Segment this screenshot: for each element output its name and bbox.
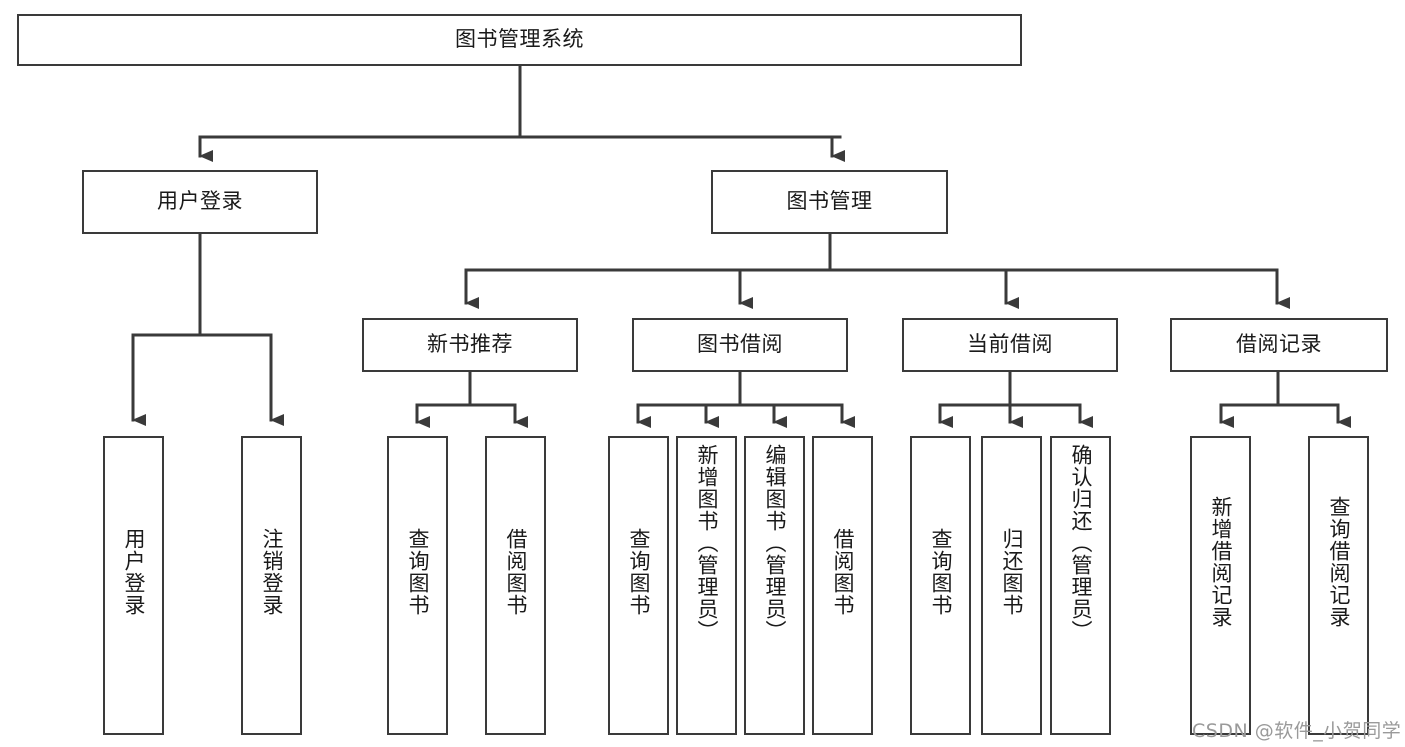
node-label: 新增借阅记录 — [1208, 496, 1233, 628]
watermark: CSDN @软件_小贺同学 — [1192, 720, 1402, 742]
leaf-record-add[interactable]: 新增借阅记录 — [1190, 436, 1251, 735]
node-label: 图书管理系统 — [455, 27, 584, 52]
leaf-new-book-query[interactable]: 查询图书 — [387, 436, 448, 735]
node-label: 确认归还（管理员） — [1068, 444, 1093, 642]
leaf-current-return-book[interactable]: 归还图书 — [981, 436, 1042, 735]
leaf-borrow-query-book[interactable]: 查询图书 — [608, 436, 669, 735]
leaf-borrow-borrow-book[interactable]: 借阅图书 — [812, 436, 873, 735]
node-book-management[interactable]: 图书管理 — [711, 170, 948, 234]
leaf-borrow-add-book[interactable]: 新增图书（管理员） — [676, 436, 737, 735]
node-book-borrow[interactable]: 图书借阅 — [632, 318, 848, 372]
leaf-record-query[interactable]: 查询借阅记录 — [1308, 436, 1369, 735]
node-label: 借阅图书 — [503, 528, 528, 616]
node-label: 查询图书 — [405, 528, 430, 616]
node-label: 新增图书（管理员） — [694, 444, 719, 642]
node-label: 图书管理 — [786, 189, 873, 214]
node-label: 查询借阅记录 — [1326, 496, 1351, 628]
node-label: 编辑图书（管理员） — [762, 444, 787, 642]
node-label: 借阅记录 — [1236, 332, 1322, 357]
node-label: 用户登录 — [157, 189, 243, 214]
node-borrow-record[interactable]: 借阅记录 — [1170, 318, 1388, 372]
node-user-login[interactable]: 用户登录 — [82, 170, 318, 234]
node-current-borrow[interactable]: 当前借阅 — [902, 318, 1118, 372]
node-label: 借阅图书 — [830, 528, 855, 616]
node-label: 当前借阅 — [967, 332, 1053, 357]
leaf-current-confirm-return[interactable]: 确认归还（管理员） — [1050, 436, 1111, 735]
leaf-user-login-login[interactable]: 用户登录 — [103, 436, 164, 735]
node-new-book-recommend[interactable]: 新书推荐 — [362, 318, 578, 372]
node-label: 用户登录 — [121, 528, 146, 616]
node-label: 归还图书 — [999, 528, 1024, 616]
node-label: 图书借阅 — [697, 332, 783, 357]
node-label: 查询图书 — [928, 528, 953, 616]
leaf-new-book-borrow[interactable]: 借阅图书 — [485, 436, 546, 735]
leaf-borrow-edit-book[interactable]: 编辑图书（管理员） — [744, 436, 805, 735]
leaf-user-login-logout[interactable]: 注销登录 — [241, 436, 302, 735]
node-root[interactable]: 图书管理系统 — [17, 14, 1022, 66]
node-label: 新书推荐 — [427, 332, 513, 357]
node-label: 查询图书 — [626, 528, 651, 616]
leaf-current-query-book[interactable]: 查询图书 — [910, 436, 971, 735]
node-label: 注销登录 — [259, 528, 284, 616]
